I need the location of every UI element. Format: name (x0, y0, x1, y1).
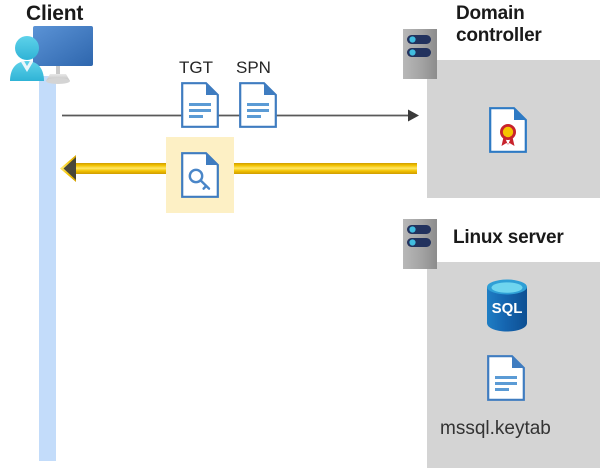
keytab-filename-label: mssql.keytab (440, 418, 551, 439)
service-ticket-arrow-to-client (60, 155, 417, 182)
domain-controller-title: Domain controller (456, 3, 596, 48)
spn-document-icon (239, 82, 277, 128)
domain-controller-server-icon (403, 29, 437, 79)
client-lifeline-bar (39, 76, 56, 461)
client-workstation-icon (8, 24, 100, 86)
key-document-icon (181, 152, 219, 198)
tgt-label: TGT (179, 58, 213, 77)
domain-controller-title-line1: Domain (456, 3, 525, 24)
spn-label: SPN (236, 58, 271, 77)
linux-server-server-icon (403, 219, 437, 269)
keytab-document-icon (487, 355, 525, 401)
domain-controller-title-line2: controller (456, 25, 542, 47)
linux-server-title: Linux server (453, 227, 564, 248)
certificate-document-icon (489, 107, 527, 153)
tgt-document-icon (181, 82, 219, 128)
sql-database-label: SQL (492, 300, 523, 317)
sql-database-icon: SQL (485, 278, 529, 332)
client-title: Client (26, 2, 84, 25)
